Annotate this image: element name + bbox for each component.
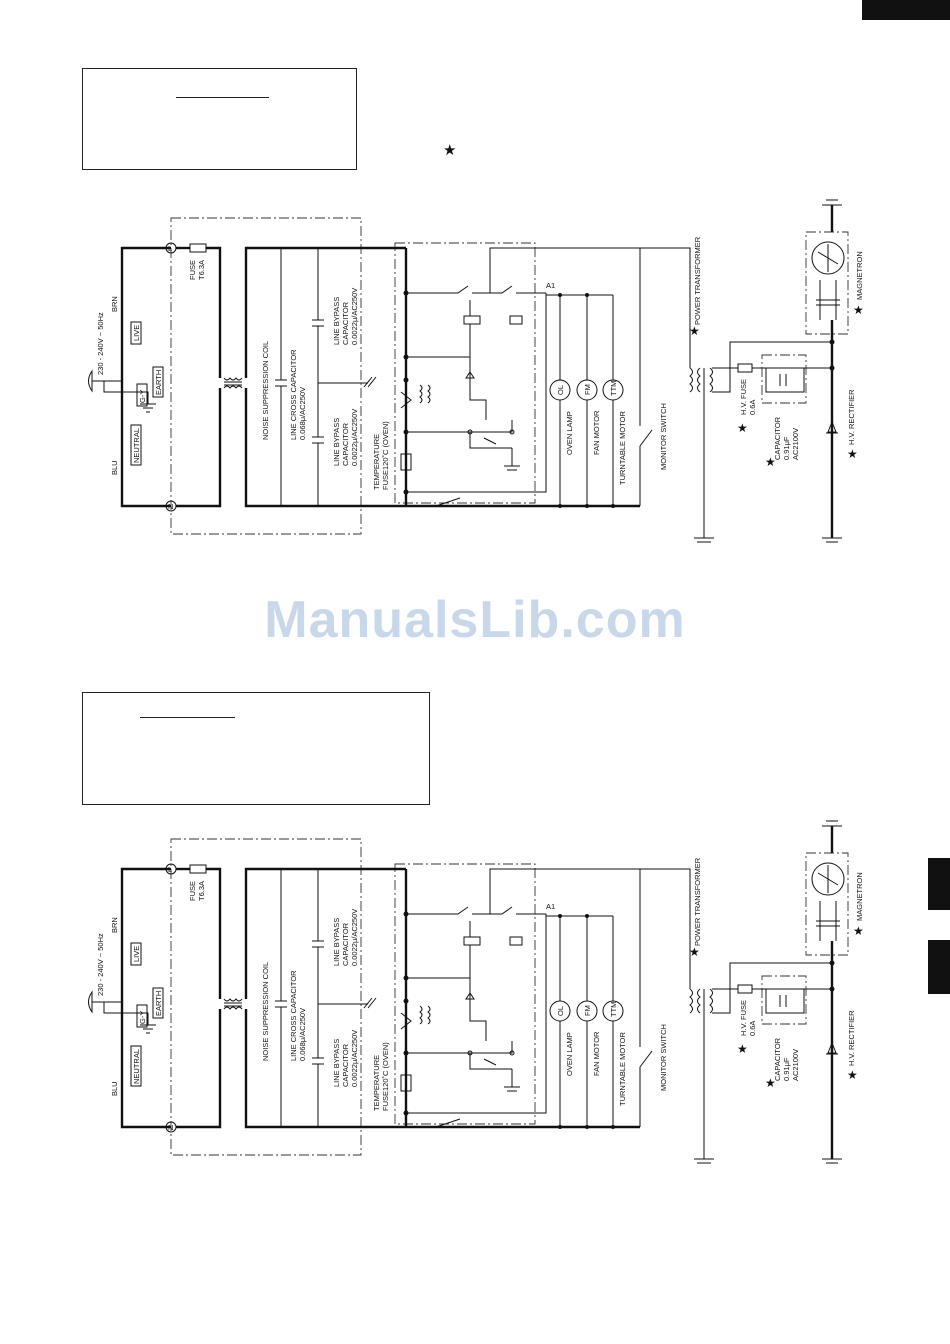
tm-label: TTM [609, 1002, 618, 1017]
a1-label: A1 [546, 902, 555, 911]
bypass-bot-label: LINE BYPASS [332, 418, 341, 466]
live-label: LIVE [132, 325, 141, 341]
gy-label: G-Y [138, 390, 147, 403]
capacitor-value: 0.91μF [782, 1057, 791, 1081]
n-terminal-label: N [168, 1123, 173, 1132]
hv-fuse-label: H.V. FUSE [739, 379, 748, 415]
brn-label: BRN [110, 296, 119, 312]
star-icon: ★ [853, 303, 864, 317]
ol-label: OL [556, 1006, 565, 1016]
fuse-value: T6.3A [197, 260, 206, 280]
tm-label: TTM [609, 381, 618, 396]
star-icon: ★ [847, 447, 858, 461]
turntable-motor-label: TURNTABLE MOTOR [618, 411, 627, 485]
fuse-label: FUSE [188, 881, 197, 901]
schematic-b: ★ ★ ★ ★ ★ 230 - 240V ~ 50Hz BRN BLU LIVE… [87, 819, 864, 1165]
page-tab-top [862, 0, 950, 20]
caption-box-bottom [82, 692, 430, 805]
watermark: ManualsLib.com [264, 591, 686, 649]
star-icon: ★ [847, 1068, 858, 1082]
fuse-value: T6.3A [197, 881, 206, 901]
bypass-bot-sub: CAPACITOR [341, 1043, 350, 1087]
brn-label: BRN [110, 917, 119, 933]
l-terminal-label: L [168, 244, 172, 253]
star-icon: ★ [689, 945, 700, 959]
star-icon: ★ [737, 1042, 748, 1056]
page-tab-side-1 [928, 858, 950, 910]
monitor-switch-label: MONITOR SWITCH [659, 403, 668, 470]
oven-lamp-label: OVEN LAMP [565, 1032, 574, 1076]
earth-label: EARTH [154, 370, 163, 395]
supply-label: 230 - 240V ~ 50Hz [96, 312, 105, 375]
noise-coil-label: NOISE SUPPRESSION COIL [261, 962, 270, 1061]
cross-cap-value: 0.068μ/AC250V [298, 1008, 307, 1061]
star-icon: ★ [737, 421, 748, 435]
capacitor-value: 0.91μF [782, 436, 791, 460]
bypass-top-label: LINE BYPASS [332, 918, 341, 966]
bypass-top-sub: CAPACITOR [341, 301, 350, 345]
page-tab-side-2 [928, 940, 950, 994]
blu-label: BLU [110, 1081, 119, 1096]
fuse-label: FUSE [188, 260, 197, 280]
temp-fuse-label: TEMPERATURE [372, 434, 381, 490]
bypass-bot-sub: CAPACITOR [341, 422, 350, 466]
bypass-top-sub: CAPACITOR [341, 922, 350, 966]
fm-label: FM [583, 1005, 592, 1016]
bypass-bot-value: 0.0022μ/AC250V [350, 1030, 359, 1087]
fan-motor-label: FAN MOTOR [592, 1031, 601, 1076]
magnetron-label: MAGNETRON [855, 251, 864, 300]
bypass-top-value: 0.0022μ/AC250V [350, 288, 359, 345]
magnetron-label: MAGNETRON [855, 872, 864, 921]
oven-lamp-label: OVEN LAMP [565, 411, 574, 455]
noise-coil-label: NOISE SUPPRESSION COIL [261, 341, 270, 440]
fm-label: FM [583, 384, 592, 395]
caption-underline-bottom [140, 717, 235, 718]
temp-fuse-label: TEMPERATURE [372, 1055, 381, 1111]
bypass-top-value: 0.0022μ/AC250V [350, 909, 359, 966]
hv-fuse-value: 0.6A [748, 400, 757, 415]
ol-label: OL [556, 385, 565, 395]
power-transformer-label: POWER TRANSFORMER [693, 236, 702, 325]
hv-fuse-value: 0.6A [748, 1021, 757, 1036]
hv-rectifier-label: H.V. RECTIFIER [847, 1010, 856, 1066]
star-icon: ★ [765, 1076, 776, 1090]
neutral-label: NEUTRAL [132, 1049, 141, 1084]
bypass-bot-label: LINE BYPASS [332, 1039, 341, 1087]
supply-label: 230 - 240V ~ 50Hz [96, 933, 105, 996]
capacitor-rating: AC2100V [791, 1049, 800, 1081]
cross-cap-label: LINE CROSS CAPACITOR [289, 970, 298, 1061]
star-icon: ★ [765, 455, 776, 469]
monitor-switch-label: MONITOR SWITCH [659, 1024, 668, 1091]
capacitor-label: CAPACITOR [773, 1037, 782, 1081]
star-icon: ★ [853, 924, 864, 938]
cross-cap-value: 0.068μ/AC250V [298, 387, 307, 440]
l-terminal-label: L [168, 865, 172, 874]
temp-fuse-value: FUSE120˚C (OVEN) [381, 421, 390, 490]
capacitor-rating: AC2100V [791, 428, 800, 460]
star-icon: ★ [689, 324, 700, 338]
n-terminal-label: N [168, 502, 173, 511]
hv-fuse-label: H.V. FUSE [739, 1000, 748, 1036]
cross-cap-label: LINE CROSS CAPACITOR [289, 349, 298, 440]
caption-underline-top [176, 97, 269, 98]
temp-fuse-value: FUSE120˚C (OVEN) [381, 1042, 390, 1111]
capacitor-label: CAPACITOR [773, 416, 782, 460]
a1-label: A1 [546, 281, 555, 290]
hv-rectifier-label: H.V. RECTIFIER [847, 389, 856, 445]
power-transformer-label: POWER TRANSFORMER [693, 857, 702, 946]
bypass-bot-value: 0.0022μ/AC250V [350, 409, 359, 466]
blu-label: BLU [110, 460, 119, 475]
schematic-a: ★ ★ ★ ★ ★ 230 - 240V ~ 50Hz BRN BLU LIVE… [87, 198, 864, 544]
earth-label: EARTH [154, 991, 163, 1016]
fan-motor-label: FAN MOTOR [592, 410, 601, 455]
turntable-motor-label: TURNTABLE MOTOR [618, 1032, 627, 1106]
star-icon: ★ [443, 142, 457, 159]
caption-box-top [82, 68, 357, 170]
neutral-label: NEUTRAL [132, 428, 141, 463]
live-label: LIVE [132, 946, 141, 962]
bypass-top-label: LINE BYPASS [332, 297, 341, 345]
gy-label: G-Y [138, 1011, 147, 1024]
